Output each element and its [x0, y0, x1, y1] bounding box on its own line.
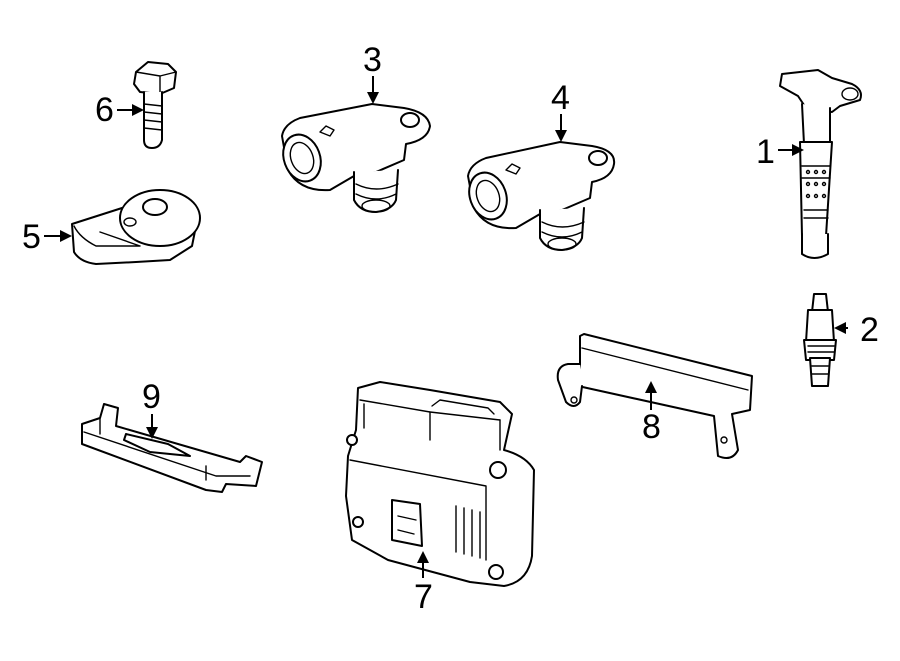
- callout-9: 9: [142, 378, 161, 439]
- spark-plug-part: [803, 293, 837, 387]
- camshaft-sensor-2-part: [467, 141, 616, 251]
- callout-7: 7: [414, 551, 433, 616]
- callout-3: 3: [363, 41, 382, 104]
- camshaft-sensor-1-part: [281, 103, 431, 213]
- knock-sensor-part: [71, 189, 201, 265]
- svg-text:4: 4: [551, 79, 570, 117]
- bolt-part: [133, 61, 177, 149]
- ignition-coil-part: [779, 69, 862, 259]
- callout-8: 8: [642, 381, 661, 446]
- module-bracket-part: [81, 403, 263, 493]
- callout-5: 5: [22, 218, 72, 256]
- svg-text:2: 2: [860, 311, 879, 349]
- svg-text:8: 8: [642, 408, 661, 446]
- engine-control-module-part: [345, 381, 535, 587]
- callout-6: 6: [95, 91, 144, 129]
- svg-text:1: 1: [756, 133, 775, 171]
- mounting-bracket-part: [556, 333, 753, 459]
- svg-text:7: 7: [414, 578, 433, 616]
- svg-text:3: 3: [363, 41, 382, 79]
- callout-1: 1: [756, 133, 804, 171]
- callout-4: 4: [551, 79, 570, 142]
- svg-text:6: 6: [95, 91, 114, 129]
- callout-2: 2: [834, 311, 879, 349]
- svg-text:9: 9: [142, 378, 161, 416]
- svg-text:5: 5: [22, 218, 41, 256]
